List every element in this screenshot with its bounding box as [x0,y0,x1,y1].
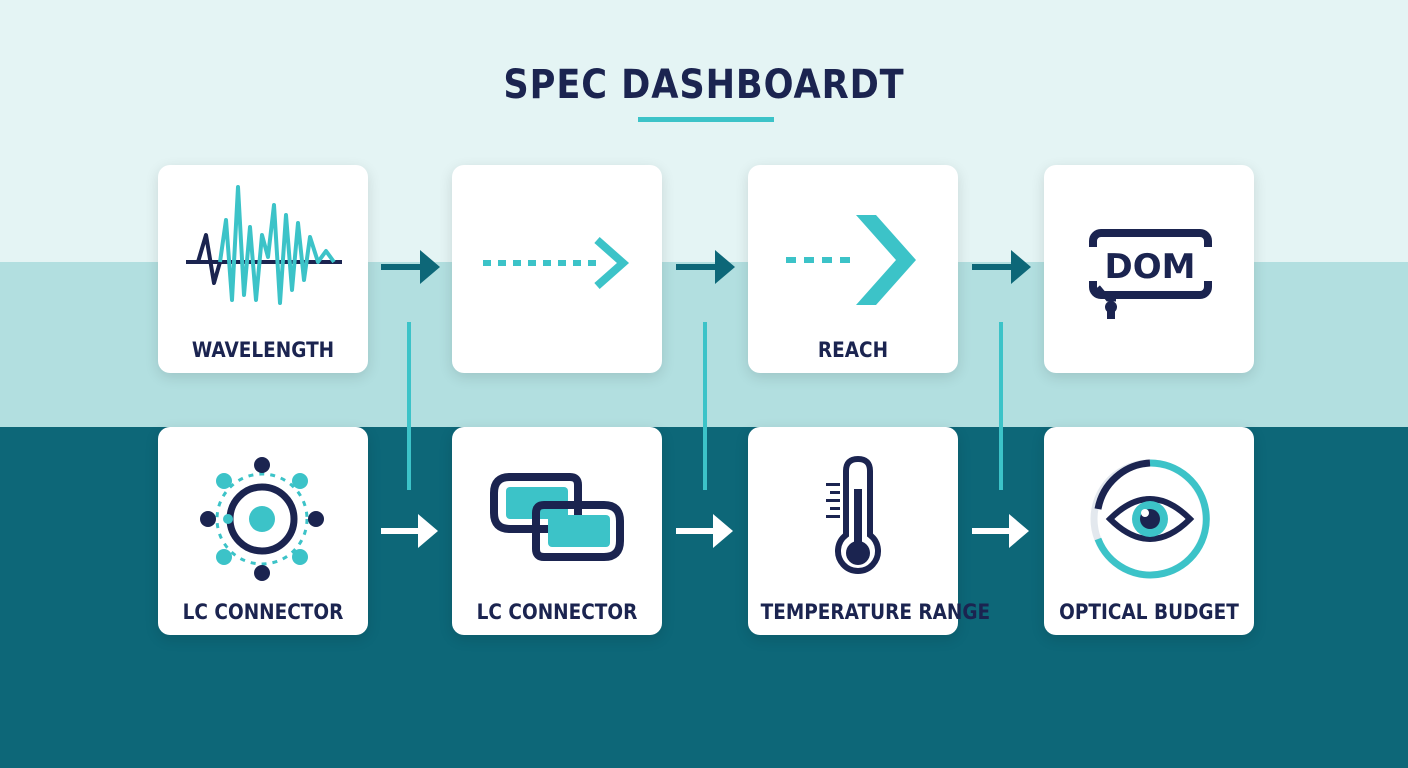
card-optical-budget: OPTICAL BUDGET [1044,427,1254,635]
card-label: OPTICAL BUDGET [1059,600,1239,624]
card-lc-connector-network: LC CONNECTOR [158,427,368,635]
card-label: REACH [817,338,889,362]
card-dom: DOM [1044,165,1254,373]
waveform-icon [186,185,342,305]
connector-network-icon [200,457,324,581]
title-underline [638,117,774,122]
card-wavelength: WAVELENGTH [158,165,368,373]
card-temperature-range: TEMPERATURE RANGE [748,427,991,635]
dom-text: DOM [1105,247,1196,287]
card-label: WAVELENGTH [191,338,335,362]
arrow-icon [381,514,438,548]
arrow-icon [972,514,1029,548]
arrow-icon [381,250,440,284]
dotted-arrow-icon [483,237,630,289]
dom-monitor-icon: DOM [1089,229,1212,319]
card-lc-connector-linked: LC CONNECTOR [452,427,662,635]
card-label: LC CONNECTOR [182,600,344,624]
card-dotted-arrow [452,165,662,373]
linked-connector-icon [490,473,624,561]
card-reach: REACH [748,165,958,373]
eye-icon [1090,459,1210,579]
reach-arrow-icon [786,215,916,305]
arrow-icon [972,250,1031,284]
card-label: LC CONNECTOR [476,600,638,624]
card-label: TEMPERATURE RANGE [760,600,991,624]
page-title: SPEC DASHBOARDT [503,62,905,108]
arrow-icon [676,250,735,284]
thermometer-icon [826,455,881,574]
arrow-icon [676,514,733,548]
